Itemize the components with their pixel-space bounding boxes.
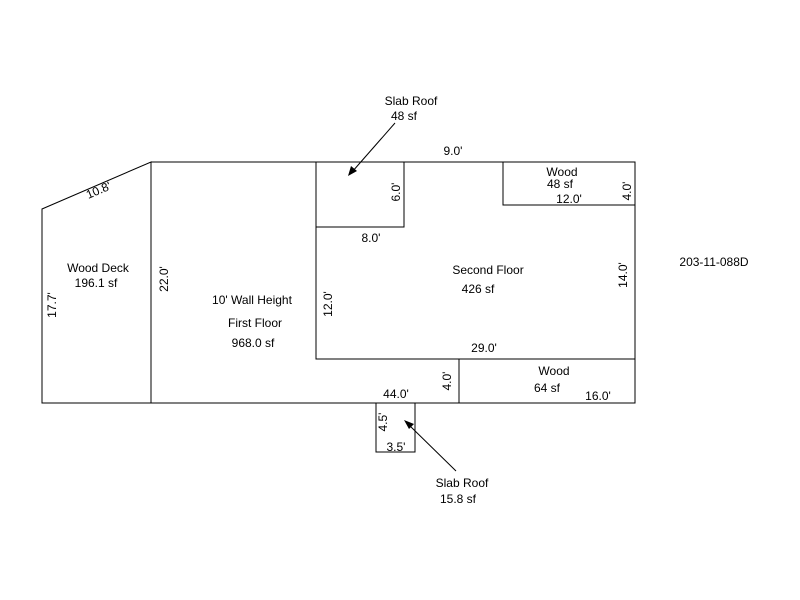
dim-deck-height: 17.7' — [45, 292, 59, 318]
dim-first-floor-height: 22.0' — [157, 266, 171, 292]
dim-wood-bottom-width: 16.0' — [585, 389, 611, 403]
dim-wood-top-height: 4.0' — [620, 182, 634, 201]
slab-roof-top-outline — [316, 162, 405, 228]
parcel-id: 203-11-088D — [679, 255, 748, 269]
dim-wood-top-width: 12.0' — [556, 192, 582, 206]
slab-roof-bottom-pointer — [408, 424, 457, 472]
wood-top-area: 48 sf — [547, 177, 574, 191]
dim-second-floor-width: 29.0' — [471, 341, 497, 355]
wood-bottom-area: 64 sf — [534, 381, 561, 395]
first-floor-area: 968.0 sf — [232, 336, 275, 350]
dim-slab-top-height: 6.0' — [389, 183, 403, 202]
slab-roof-bottom-outline — [375, 403, 416, 453]
second-floor-outline — [315, 162, 635, 360]
slab-roof-bottom-area: 15.8 sf — [440, 492, 477, 506]
first-floor-wall-note: 10' Wall Height — [212, 293, 293, 307]
dim-slab-bottom-height: 4.5' — [376, 413, 390, 432]
dim-first-floor-width: 44.0' — [383, 387, 409, 401]
slab-roof-top-area: 48 sf — [391, 109, 418, 123]
slab-roof-top-pointer — [351, 122, 396, 173]
dim-second-floor-left-height: 12.0' — [321, 291, 335, 317]
dim-wood-bottom-height: 4.0' — [440, 372, 454, 391]
slab-roof-bottom-name: Slab Roof — [436, 476, 489, 490]
slab-roof-top-name: Slab Roof — [385, 94, 438, 108]
second-floor-name: Second Floor — [452, 263, 523, 277]
slab-roof-top-arrowhead — [348, 166, 357, 176]
dim-second-floor-top: 9.0' — [444, 144, 463, 158]
wood-bottom-name: Wood — [538, 364, 569, 378]
wood-top-outline — [502, 162, 635, 206]
first-floor-outline — [151, 161, 636, 404]
slab-roof-bottom-arrowhead — [404, 420, 414, 429]
wood-deck-area: 196.1 sf — [75, 276, 118, 290]
first-floor-name: First Floor — [228, 316, 282, 330]
wood-top-name: Wood — [546, 165, 577, 179]
second-floor-area: 426 sf — [462, 282, 495, 296]
dim-deck-diagonal: 10.8' — [84, 179, 113, 202]
dim-slab-bottom-width: 3.5' — [387, 440, 406, 454]
dim-slab-top-width: 8.0' — [362, 231, 381, 245]
dim-second-floor-height: 14.0' — [616, 262, 630, 288]
wood-deck-name: Wood Deck — [67, 261, 130, 275]
